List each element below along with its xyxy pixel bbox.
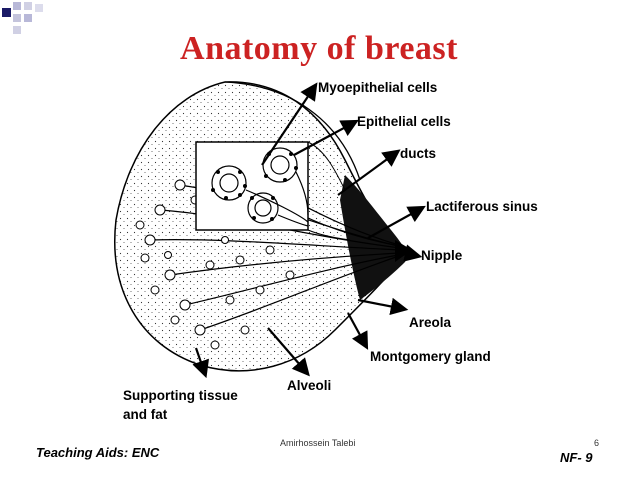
label-lactiferous-sinus: Lactiferous sinus — [426, 199, 538, 214]
areola-region — [340, 175, 407, 300]
arrow-epithelial — [293, 119, 359, 156]
label-montgomery-gland: Montgomery gland — [370, 349, 491, 364]
arrow-supporting — [192, 347, 209, 379]
footer-page-number: 6 — [594, 438, 600, 448]
arrow-alveoli — [267, 327, 310, 377]
arrow-areola — [357, 297, 409, 316]
footer-slide-code: NF- 9 — [560, 450, 593, 465]
magnified-lobules — [211, 147, 298, 224]
corner-decoration — [2, 2, 43, 34]
label-myoepithelial-cells: Myoepithelial cells — [318, 80, 438, 95]
label-alveoli: Alveoli — [287, 378, 332, 393]
slide-title: Anatomy of breast — [180, 30, 458, 67]
arrow-ducts — [337, 149, 401, 196]
footer-teaching-aids: Teaching Aids: ENC — [36, 445, 160, 460]
label-epithelial-cells: Epithelial cells — [357, 114, 451, 129]
footer-author: Amirhossein Talebi — [280, 438, 356, 448]
arrow-myoepithelial — [261, 82, 318, 166]
label-supporting-line2: and fat — [123, 407, 168, 422]
label-supporting-line1: Supporting tissue — [123, 388, 238, 403]
arrow-nipple — [399, 244, 423, 262]
label-supporting-tissue: Supporting tissue and fat — [123, 386, 273, 424]
label-ducts: ducts — [400, 146, 437, 161]
pointer-arrows — [192, 82, 426, 379]
chest-wall-line — [224, 81, 361, 181]
arrow-montgomery — [347, 312, 369, 350]
arrow-lactiferous — [367, 205, 426, 239]
magnified-ducts — [245, 171, 309, 227]
label-areola: Areola — [409, 315, 452, 330]
label-nipple: Nipple — [421, 248, 463, 263]
